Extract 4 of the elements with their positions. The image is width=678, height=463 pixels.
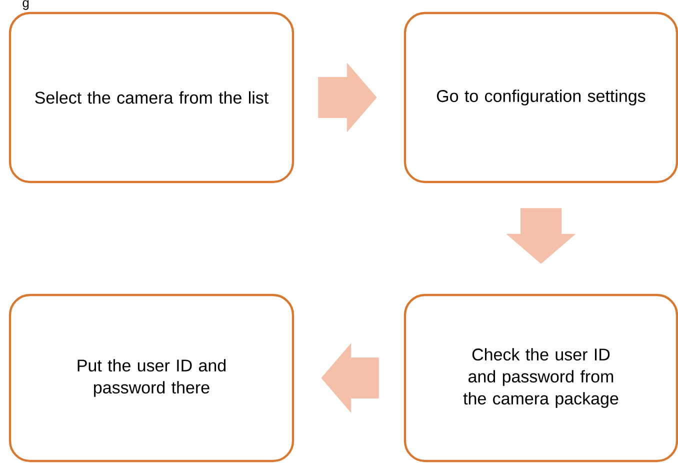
process-box: Select the camera from the list <box>8 12 294 184</box>
process-box: Go to configuration settings <box>404 12 678 184</box>
process-box: Put the user ID and password there <box>8 294 294 462</box>
process-box: Check the user ID and password from the camera package <box>404 294 678 462</box>
